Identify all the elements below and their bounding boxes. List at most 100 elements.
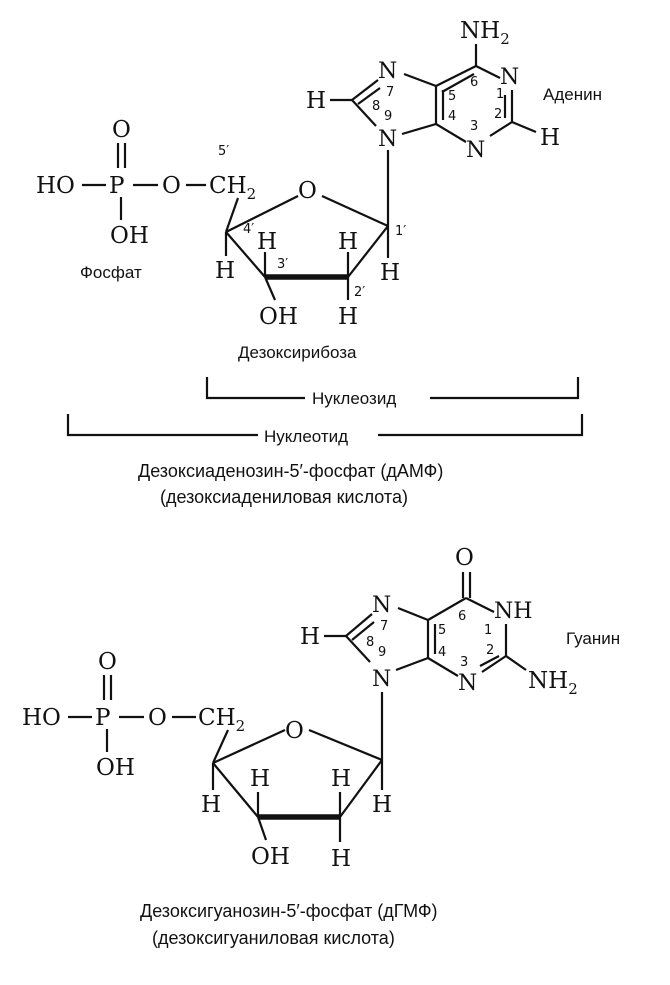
bond-c4-o [225,195,299,233]
num-7: 7 [380,619,388,634]
num-7: 7 [386,85,394,100]
num-6: 6 [470,75,478,90]
num-2: 2 [494,107,502,122]
ch2-group: CH2 [209,173,256,203]
bond-c5-n7 [397,606,429,622]
h-c2-bottom: H [338,304,358,330]
n3-atom: N [466,138,485,163]
num-9: 9 [378,645,386,660]
damp-caption-line2: (дезоксиадениловая кислота) [160,487,408,507]
phosphate-group-1: HO P O O OH Фосфат [36,117,206,282]
h-c2-bottom: H [331,846,351,872]
bond-c3-oh [256,816,268,841]
nucleoside-bracket: Нуклеозид [205,377,580,408]
o6-atom: O [455,545,474,571]
bond-n9-c4 [401,122,437,136]
h-c1: H [372,792,392,818]
bond-c4-c3 [225,231,266,278]
position-3prime: 3′ [277,257,288,272]
bond-c5-c6 [435,65,477,87]
num-3: 3 [460,655,468,670]
phosphate-ester-o: O [148,705,167,731]
num-6: 6 [458,609,466,624]
bond-c5-c6 [427,597,467,621]
adenine-label: Аденин [543,85,602,104]
dgmp-caption-line1: Дезоксигуанозин-5′-фосфат (дГМФ) [140,901,438,921]
phosphorus-atom: P [109,173,124,199]
bond-c5-c6-double [441,73,475,93]
damp-caption-line1: Дезоксиаденозин-5′-фосфат (дАМФ) [138,461,443,481]
guanine-base: O NH NH2 N N H N 8 [300,545,620,698]
phosphate-oh: OH [96,755,135,781]
bond-c5-n7 [403,72,437,88]
dgmp-caption-line2: (дезоксигуаниловая кислота) [152,928,395,948]
ch2-group: CH2 [198,705,245,735]
bond-c4-o [212,729,286,764]
num-2: 2 [486,643,494,658]
bond-n7-c8-double [357,87,381,105]
position-5prime: 5′ [218,144,229,159]
phosphate-double-o: O [112,117,131,143]
num-4: 4 [438,645,446,660]
n7-atom: N [372,593,391,618]
bond-c6-n1 [465,597,495,613]
h-c1: H [380,260,400,286]
n7-atom: N [378,59,397,84]
num-5: 5 [448,89,456,104]
bond-c2-c1 [347,225,389,278]
nucleoside-bracket-left [205,377,305,400]
ring-oxygen: O [298,178,317,204]
h-c4: H [215,258,235,284]
ring-oxygen: O [285,718,304,744]
nh2-group: NH2 [528,668,578,698]
position-4prime: 4′ [243,222,254,237]
bond-o-c1 [308,728,383,762]
n1-atom: N [500,65,519,90]
h-c3: H [257,229,277,255]
num-1: 1 [484,623,492,638]
phosphorus-atom: P [95,705,110,731]
bond-c6-n1 [475,65,501,79]
bond-n7-c8 [351,79,379,101]
nucleotide-bracket-left [66,414,258,437]
bond-c2-n3-double [479,655,500,667]
h-c8: H [306,88,326,114]
deoxyribose-1: CH2 5′ O H H OH H H H 4′ 3′ 2 [209,144,406,362]
bond-n3-c4 [435,123,467,143]
num-9: 9 [384,109,392,124]
nucleotide-label: Нуклеотид [264,427,348,446]
num-3: 3 [470,119,478,134]
phosphate-ho: HO [22,705,61,731]
phosphate-double-o: O [98,649,117,675]
bond-ch2-c4 [211,729,230,764]
guanine-label: Гуанин [566,629,620,648]
adenine-base: NH2 N H N N H N 8 [306,18,602,163]
bond-c2-n3 [489,121,513,137]
bond-o-c1 [321,194,389,228]
nucleoside-bracket-right [430,377,580,400]
phosphate-label: Фосфат [80,263,142,282]
num-4: 4 [448,109,456,124]
bond-n7-c8-double [351,621,375,641]
bond-c2-nh2 [505,655,527,671]
bond-c2-h [511,120,537,134]
h-c8: H [300,624,320,650]
bond-c8-n9 [351,99,377,127]
bond-c8-n9 [345,635,371,663]
phosphate-ho: HO [36,173,75,199]
bond-n3-c4 [427,657,459,677]
deoxyribose-label: Дезоксирибоза [238,343,357,362]
bond-c2-n3 [481,655,507,673]
h-c2-base: H [540,125,560,151]
nucleotide-bracket: Нуклеотид [66,414,584,446]
nh-atom: NH [494,599,532,624]
n3-atom: N [458,671,477,696]
bond-n9-c4 [395,656,429,672]
oh-c3: OH [251,844,290,870]
nucleoside-label: Нуклеозид [312,389,396,408]
position-1prime: 1′ [395,224,406,239]
h-c4: H [201,792,221,818]
bond-n7-c8 [345,613,373,637]
position-2prime: 2′ [354,285,365,300]
